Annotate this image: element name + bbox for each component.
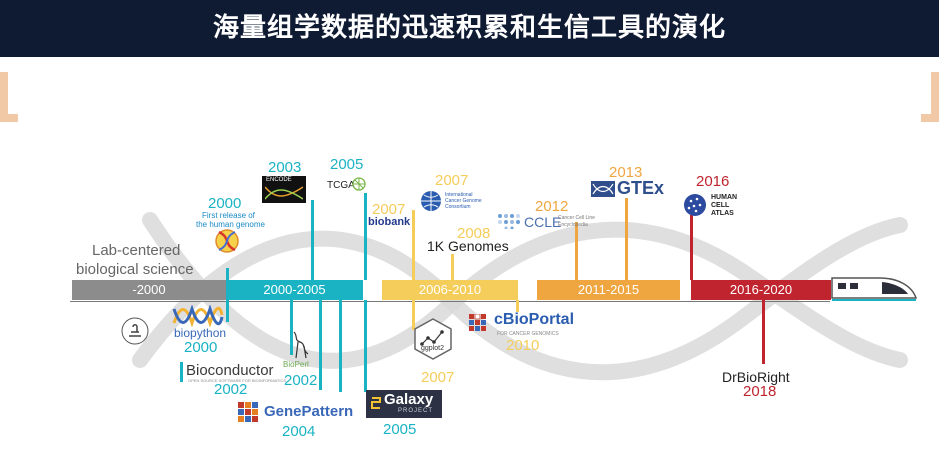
connector-galaxy bbox=[364, 300, 367, 392]
encode-logo: ENCODE bbox=[262, 176, 306, 203]
period-bar-2000-2005: 2000-2005 bbox=[226, 280, 363, 300]
cbioportal-grid-icon bbox=[469, 314, 486, 331]
icgc-line2: Cancer Genome bbox=[445, 198, 482, 204]
cbioportal-sub: FOR CANCER GENOMICS bbox=[497, 331, 559, 337]
ccle-dots-icon bbox=[498, 214, 520, 229]
biopython-year: 2000 bbox=[184, 339, 218, 356]
drbioright-label: DrBioRight bbox=[722, 369, 790, 385]
ggplot2-year: 2007 bbox=[421, 369, 455, 386]
bioconductor-bar-icon bbox=[180, 362, 183, 382]
dna-globe-icon bbox=[215, 229, 239, 253]
encode-logo-text: ENCODE bbox=[266, 177, 292, 183]
galaxy-logo: Galaxy bbox=[384, 391, 434, 408]
tcga-globe-icon bbox=[352, 177, 366, 191]
hca-line3: ATLAS bbox=[711, 210, 734, 217]
biopython-logo: biopython bbox=[174, 326, 227, 340]
period-bar-pre-2000: -2000 bbox=[72, 280, 226, 300]
train-icon bbox=[831, 277, 918, 301]
connector-hgp bbox=[226, 268, 229, 280]
icgc-line1: International bbox=[445, 192, 473, 198]
genepattern-logo: GenePattern bbox=[264, 403, 354, 420]
helix-strand-1 bbox=[142, 212, 908, 369]
kgenomes-year: 2008 bbox=[457, 225, 491, 242]
genepattern-grid-icon bbox=[238, 402, 258, 422]
biological-science-text: biological science bbox=[76, 261, 194, 278]
connector-biopython bbox=[226, 300, 229, 322]
icgc-year: 2007 bbox=[435, 172, 469, 189]
gtex-year: 2013 bbox=[609, 164, 643, 181]
connector-tcga bbox=[364, 193, 367, 280]
hgp-year: 2000 bbox=[208, 195, 242, 212]
header-bar: 海量组学数据的迅速积累和生信工具的演化 bbox=[0, 0, 939, 57]
connector-ggplot2 bbox=[412, 300, 415, 330]
connector-1kgenomes bbox=[451, 254, 454, 280]
biobank-logo: biobank bbox=[368, 216, 411, 228]
gtex-logo: GTEx bbox=[617, 178, 665, 198]
encode-dna-icon bbox=[265, 186, 303, 200]
connector-hca bbox=[690, 215, 693, 280]
kgenomes-label: 1K Genomes bbox=[427, 238, 509, 254]
corner-decoration-right bbox=[921, 72, 939, 122]
cbioportal-year: 2010 bbox=[506, 337, 540, 354]
bioperl-year: 2002 bbox=[284, 372, 318, 389]
hgp-caption-line2: the human genome bbox=[196, 220, 265, 229]
galaxy-sub: PROJECT bbox=[398, 408, 434, 414]
ccle-logo: CCLE bbox=[524, 214, 562, 230]
ggplot2-hex-icon bbox=[414, 318, 452, 360]
ccle-year: 2012 bbox=[535, 198, 569, 215]
connector-drbioright bbox=[762, 300, 765, 364]
period-bar-2011-2015: 2011-2015 bbox=[537, 280, 680, 300]
corner-decoration-left bbox=[0, 72, 18, 122]
encode-year: 2003 bbox=[268, 159, 302, 176]
hca-line1: HUMAN bbox=[711, 194, 738, 201]
galaxy-year: 2005 bbox=[383, 421, 417, 438]
helix-strand-2 bbox=[132, 217, 908, 381]
galaxy-logo-box: Galaxy PROJECT bbox=[366, 390, 442, 418]
connector-encode bbox=[311, 200, 314, 280]
galaxy-swirl-icon bbox=[371, 397, 381, 409]
tcga-year: 2005 bbox=[330, 156, 364, 173]
connector-bioperl bbox=[290, 300, 293, 355]
hca-globe-icon bbox=[684, 194, 706, 216]
icgc-line3: Consortium bbox=[445, 204, 471, 210]
connector-cbioportal bbox=[516, 300, 519, 312]
bioconductor-sub: OPEN SOURCE SOFTWARE FOR BIOINFORMATICS bbox=[188, 378, 287, 383]
connector-icgc bbox=[412, 210, 415, 280]
icgc-globe-icon bbox=[421, 191, 441, 211]
lab-centered-text: Lab-centered bbox=[92, 242, 181, 259]
gtex-dna-icon bbox=[591, 181, 615, 197]
connector-genepattern bbox=[319, 300, 322, 390]
ccle-sub2: Encyclopedia bbox=[558, 222, 588, 228]
biopython-helix-icon bbox=[172, 305, 224, 327]
tcga-logo-text: TCGA bbox=[327, 180, 355, 191]
bioperl-logo: BioPerl bbox=[283, 360, 309, 369]
connector-gtex bbox=[625, 198, 628, 280]
python-circle-icon bbox=[121, 317, 149, 345]
connector-ccle bbox=[575, 222, 578, 280]
bioconductor-logo: Bioconductor bbox=[186, 362, 274, 379]
period-bar-2016-2020: 2016-2020 bbox=[691, 280, 831, 300]
biobank-year: 2007 bbox=[372, 201, 406, 218]
hca-line2: CELL bbox=[711, 202, 730, 209]
ccle-sub1: Cancer Cell Line bbox=[558, 215, 595, 221]
connector-2004 bbox=[339, 300, 342, 392]
genepattern-year: 2004 bbox=[282, 423, 316, 440]
cbioportal-logo: cBioPortal bbox=[494, 311, 575, 328]
page-title: 海量组学数据的迅速积累和生信工具的演化 bbox=[212, 13, 726, 43]
bioperl-camel-icon bbox=[293, 331, 309, 359]
period-bar-2006-2010: 2006-2010 bbox=[382, 280, 518, 300]
hgp-caption-line1: First release of bbox=[202, 211, 255, 220]
timeline-axis bbox=[70, 301, 830, 302]
ggplot2-logo: ggplot2 bbox=[421, 345, 444, 352]
drbioright-year: 2018 bbox=[743, 383, 777, 400]
bioconductor-year: 2002 bbox=[214, 381, 248, 398]
hca-year: 2016 bbox=[696, 173, 730, 190]
